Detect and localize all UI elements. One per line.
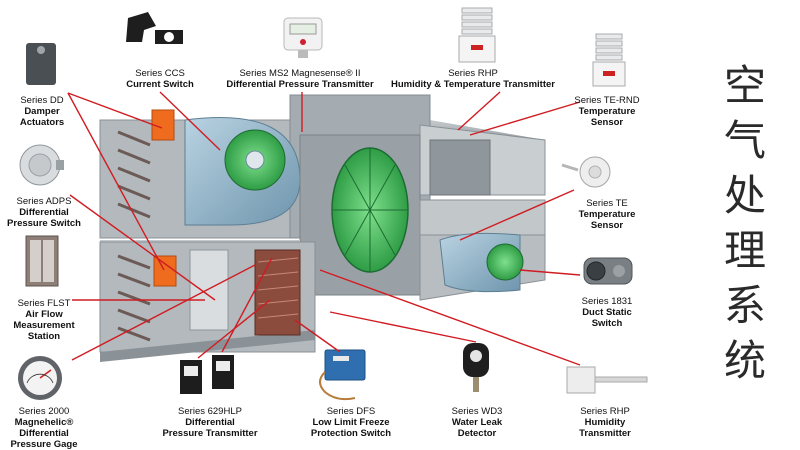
lower-right-body (419, 199, 546, 236)
title-char-2: 气 (723, 116, 766, 165)
label-1831: Series 1831 Duct Static Switch (562, 296, 652, 329)
wd3-name-2: Detector (457, 428, 497, 439)
lower-duct-floor (100, 330, 315, 362)
freeze-switch-icon (319, 349, 366, 401)
upper-blower-hub (245, 150, 265, 170)
title-char-4: 理 (723, 226, 766, 275)
wd3-name-1: Water Leak (451, 417, 503, 428)
label-te-rnd: Series TE-RND Temperature Sensor (562, 95, 652, 128)
vertical-title: 空 气 处 理 系 统 (700, 58, 790, 388)
title-char-6: 统 (723, 336, 766, 385)
label-rhp-humidity-temperature: Series RHP Humidity & Temperature Transm… (388, 68, 558, 90)
s2000-name-1: Magnehelic® (14, 417, 74, 428)
leader-lines (67, 91, 581, 366)
series-ccs: Series CCS (135, 68, 185, 79)
series-flst: Series FLST (17, 298, 71, 309)
lower-actuator (153, 255, 177, 287)
label-2000: Series 2000 Magnehelic® Differential Pre… (0, 406, 88, 450)
upper-damper-louvers (117, 130, 151, 219)
s1831-name-2: Switch (591, 318, 623, 329)
current-switch-icon (126, 12, 183, 44)
te-name-1: Temperature (578, 209, 636, 220)
airflow-station-icon (25, 235, 59, 287)
humidity-transmitter-icon (566, 366, 648, 394)
series-1831: Series 1831 (581, 296, 633, 307)
upper-right-outlet (429, 139, 491, 196)
series-rhp-bottom: Series RHP (580, 406, 630, 417)
label-te: Series TE Temperature Sensor (562, 198, 652, 231)
adps-name-2: Pressure Switch (7, 218, 81, 229)
flst-name-2: Measurement (13, 320, 75, 331)
series-adps: Series ADPS (16, 196, 72, 207)
label-adps: Series ADPS Differential Pressure Switch (0, 196, 88, 229)
series-2000: Series 2000 (18, 406, 70, 417)
series-dfs: Series DFS (326, 406, 376, 417)
current-switch-name: Current Switch (126, 79, 194, 90)
air-handling-unit (99, 94, 546, 362)
label-wd3: Series WD3 Water Leak Detector (432, 406, 522, 439)
label-rhp-humidity: Series RHP Humidity Transmitter (560, 406, 650, 439)
series-rhp-top: Series RHP (448, 68, 498, 79)
s629-name-1: Differential (185, 417, 235, 428)
flst-name-1: Air Flow (25, 309, 63, 320)
series-ms2: Series MS2 Magnesense® II (239, 68, 361, 79)
humidity-temperature-icon (458, 7, 496, 63)
s629-name-2: Pressure Transmitter (162, 428, 258, 439)
flow-station-panel (189, 249, 229, 331)
label-dfs: Series DFS Low Limit Freeze Protection S… (296, 406, 406, 439)
title-char-3: 处 (723, 171, 766, 220)
629hlp-transmitter-icon (180, 355, 234, 394)
damper-actuator-icon (26, 43, 56, 85)
series-te-rnd: Series TE-RND (574, 95, 640, 106)
temperature-sensor-icon (592, 33, 626, 87)
damper-actuators-name-1: Damper (24, 106, 60, 117)
s2000-name-2: Differential (19, 428, 69, 439)
title-char-5: 系 (723, 281, 766, 330)
te-name-2: Sensor (590, 220, 624, 231)
label-ms2-transmitter: Series MS2 Magnesense® II Differential P… (215, 68, 385, 90)
s2000-name-3: Pressure Gage (10, 439, 78, 450)
label-current-switch: Series CCS Current Switch (110, 68, 210, 90)
te-rnd-name-1: Temperature (578, 106, 636, 117)
rhp-bottom-name-1: Humidity (584, 417, 626, 428)
series-629hlp: Series 629HLP (178, 406, 242, 417)
damper-actuators-name-2: Actuators (19, 117, 65, 128)
rhp-bottom-name-2: Transmitter (579, 428, 631, 439)
duct-temperature-icon (561, 156, 611, 188)
label-damper-actuators: Series DD Damper Actuators (2, 95, 82, 128)
lower-blower-wheel (486, 243, 524, 281)
series-dd: Series DD (20, 95, 64, 106)
pressure-switch-icon (19, 144, 64, 186)
pressure-gage-icon (18, 356, 62, 400)
wheel-spokes (332, 148, 408, 272)
heating-coil (254, 249, 301, 336)
dfs-name-1: Low Limit Freeze (312, 417, 390, 428)
title-char-1: 空 (723, 61, 766, 110)
series-wd3: Series WD3 (451, 406, 503, 417)
ms2-name: Differential Pressure Transmitter (226, 79, 374, 90)
te-rnd-name-2: Sensor (590, 117, 624, 128)
pressure-transmitter-icon (283, 17, 323, 58)
flst-name-3: Station (27, 331, 61, 342)
label-629hlp: Series 629HLP Differential Pressure Tran… (150, 406, 270, 439)
dfs-name-2: Protection Switch (310, 428, 392, 439)
s1831-name-1: Duct Static (582, 307, 632, 318)
rhp-top-name: Humidity & Temperature Transmitter (390, 79, 555, 90)
lower-damper-louvers (117, 254, 151, 342)
series-te: Series TE (586, 198, 628, 209)
label-flst: Series FLST Air Flow Measurement Station (0, 298, 88, 342)
water-leak-icon (463, 343, 489, 392)
adps-name-1: Differential (19, 207, 69, 218)
static-switch-icon (583, 257, 633, 285)
